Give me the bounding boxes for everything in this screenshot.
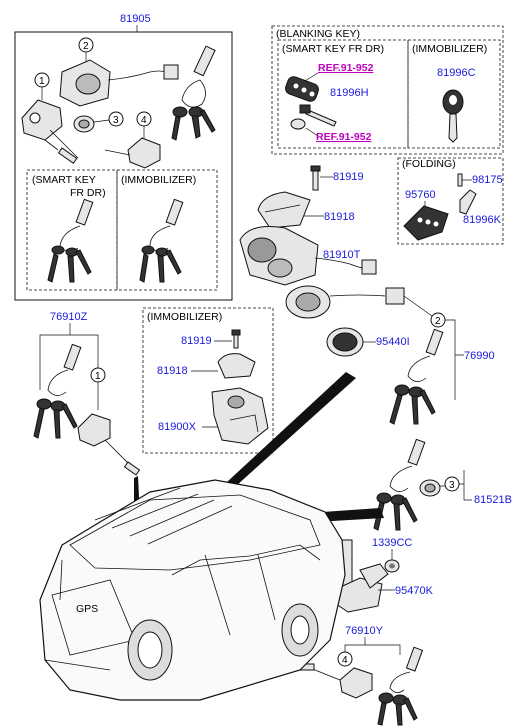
callout-circle-3 xyxy=(108,111,124,127)
key-set-76990 xyxy=(389,328,444,425)
svg-text:FR DR): FR DR) xyxy=(70,187,106,199)
svg-text:2: 2 xyxy=(435,316,441,327)
bolt-1339CC xyxy=(384,559,400,573)
part-number-81918-top[interactable]: 81918 xyxy=(324,211,355,223)
immobilizer-mid-box xyxy=(142,307,274,454)
ref-link-2[interactable]: REF.91-952 xyxy=(316,131,372,143)
svg-text:GPS: GPS xyxy=(76,603,98,615)
part-number-81919-mid[interactable]: 81919 xyxy=(181,335,212,347)
lock-cylinder-driver xyxy=(21,99,79,164)
door-lock-cylinder xyxy=(104,137,161,169)
screw-81919-mid xyxy=(231,329,241,349)
svg-text:(IMMOBILIZER): (IMMOBILIZER) xyxy=(147,311,222,323)
immobilizer-top-box xyxy=(407,39,501,149)
key-ring xyxy=(290,118,306,130)
folding-key-blank xyxy=(459,189,477,215)
immobilizer-keys xyxy=(139,198,184,283)
bracket-81918-mid xyxy=(217,353,256,379)
folding-key-fob xyxy=(403,205,449,241)
part-number-76910Z[interactable]: 76910Z xyxy=(50,311,88,323)
start-stop-button xyxy=(326,327,364,357)
cap-81521B xyxy=(419,479,441,497)
svg-text:4: 4 xyxy=(141,115,147,126)
svg-text:(BLANKING KEY): (BLANKING KEY) xyxy=(276,28,360,40)
ignition-lock-switch-assembly xyxy=(239,226,377,286)
part-number-81905[interactable]: 81905 xyxy=(120,13,151,25)
callout-circle-4-lower xyxy=(337,651,353,667)
part-number-81521B[interactable]: 81521B xyxy=(474,494,512,506)
key-set-81905 xyxy=(171,45,216,141)
smart-key-fob xyxy=(285,76,319,102)
svg-text:1: 1 xyxy=(95,371,101,382)
trim-cap xyxy=(73,115,95,133)
svg-text:(FOLDING): (FOLDING) xyxy=(402,158,456,170)
door-cylinder-76910Z xyxy=(77,413,141,476)
ignition-screw-81919 xyxy=(310,165,321,191)
part-number-81900X[interactable]: 81900X xyxy=(158,421,197,433)
ref-link-1[interactable]: REF.91-952 xyxy=(318,62,374,74)
key-set-76910Z xyxy=(33,343,82,439)
svg-text:3: 3 xyxy=(113,115,119,126)
part-number-76990[interactable]: 76990 xyxy=(464,350,495,362)
immobilizer-coil-harness xyxy=(285,285,405,319)
part-number-81918-mid[interactable]: 81918 xyxy=(157,365,188,377)
immobilizer-blank-key xyxy=(442,89,464,143)
ignition-cylinder-with-harness xyxy=(59,59,179,107)
part-number-95470K[interactable]: 95470K xyxy=(395,585,434,597)
part-number-81919-top[interactable]: 81919 xyxy=(333,171,364,183)
svg-text:(IMMOBILIZER): (IMMOBILIZER) xyxy=(412,43,487,55)
horn-95470K xyxy=(333,539,389,613)
door-cylinder-76910Y xyxy=(299,663,373,699)
svg-text:(IMMOBILIZER): (IMMOBILIZER) xyxy=(121,174,196,186)
part-number-98175[interactable]: 98175 xyxy=(472,174,503,186)
svg-text:(SMART KEY: (SMART KEY xyxy=(32,174,96,186)
key-set-76910Y xyxy=(377,646,424,726)
svg-text:2: 2 xyxy=(83,41,89,52)
key-set-81521B xyxy=(373,438,426,531)
blanking-key-box xyxy=(271,25,504,155)
emergency-key-blade xyxy=(299,104,337,127)
lock-housing-81900X xyxy=(211,387,269,445)
ignition-lock-bracket xyxy=(257,191,311,229)
svg-text:3: 3 xyxy=(449,480,455,491)
kit-81905-frame xyxy=(14,31,233,301)
svg-text:4: 4 xyxy=(342,655,348,666)
part-number-81996K[interactable]: 81996K xyxy=(463,214,502,226)
folding-key-box xyxy=(397,157,504,245)
smart-key-keys xyxy=(47,198,94,283)
part-number-76910Y[interactable]: 76910Y xyxy=(345,625,384,637)
svg-text:(SMART KEY FR DR): (SMART KEY FR DR) xyxy=(282,43,384,55)
vehicle-suv-illustration: GPS xyxy=(39,479,346,701)
part-number-95760[interactable]: 95760 xyxy=(405,189,436,201)
svg-text:1: 1 xyxy=(39,76,45,87)
part-number-81996H[interactable]: 81996H xyxy=(330,87,369,99)
part-number-81910T[interactable]: 81910T xyxy=(323,249,361,261)
part-number-95440I[interactable]: 95440I xyxy=(376,336,410,348)
immobilizer-subbox xyxy=(116,169,218,291)
smart-key-fr-dr-box xyxy=(277,39,409,149)
part-number-1339CC[interactable]: 1339CC xyxy=(372,537,412,549)
part-number-81996C[interactable]: 81996C xyxy=(437,67,476,79)
folding-key-pin xyxy=(457,173,463,187)
